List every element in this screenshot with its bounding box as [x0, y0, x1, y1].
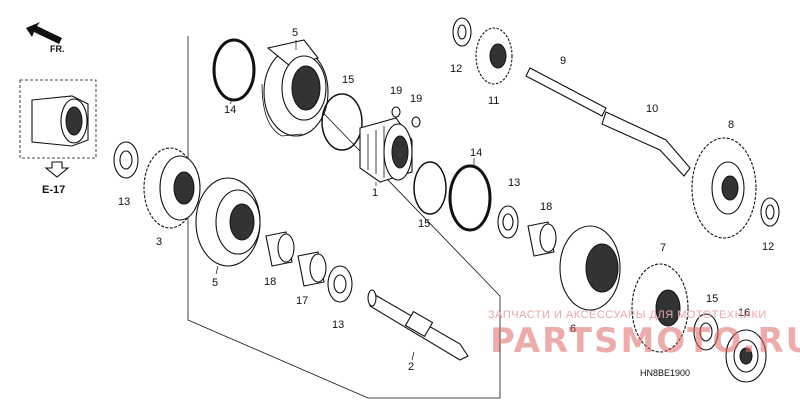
group-outline: [187, 36, 501, 399]
callout-8: 8: [728, 119, 734, 131]
part-9-countershaft: [525, 67, 607, 117]
part-12-washer-b: [760, 197, 780, 227]
part-18-needle-bearing: [265, 231, 295, 267]
callout-5a: 5: [212, 277, 218, 289]
part-18-needle-bearing-b: [527, 221, 557, 257]
callout-1: 1: [372, 187, 378, 199]
reference-section-label: E-17: [42, 184, 65, 196]
part-13-washer-c: [497, 205, 519, 239]
callout-18a: 18: [264, 276, 276, 288]
part-5-clutch-housing: [195, 177, 261, 267]
callout-11: 15: [706, 293, 718, 305]
diagram-code: HN8BE1900: [640, 368, 690, 378]
callout-15a: 15: [342, 74, 354, 86]
part-17-needle-bearing: [297, 251, 327, 287]
callout-18b: 18: [540, 201, 552, 213]
callout-13b: 13: [332, 319, 344, 331]
part-1-needle-cage: [359, 117, 413, 183]
front-label: FR.: [50, 44, 65, 54]
callout-16: 16: [738, 307, 750, 319]
part-15-ring-b: [413, 161, 447, 215]
callout-13c: 13: [508, 177, 520, 189]
callout-12b: 12: [762, 241, 774, 253]
part-16-ball-bearing: [725, 329, 767, 383]
callout-13a: 13: [118, 196, 130, 208]
callout-7: 11: [488, 95, 499, 107]
part-5-clutch-housing-b: [559, 225, 621, 311]
callout-5b: 6: [570, 323, 576, 335]
callout-19b: 19: [410, 93, 422, 105]
part-13-washer: [113, 141, 139, 179]
callout-12a: 12: [450, 63, 462, 75]
callout-3: 3: [156, 236, 162, 248]
callout-14a: 14: [224, 104, 236, 116]
callout-2: 2: [408, 361, 414, 373]
part-13-washer-b: [327, 265, 353, 303]
part-7-gear: [475, 27, 513, 85]
part-3-gear: [143, 147, 201, 229]
callout-4: 5: [292, 27, 298, 39]
reference-down-arrow-icon: [44, 161, 70, 178]
callout-19a: 19: [390, 85, 402, 97]
part-4-clutch-outer: [261, 39, 329, 137]
watermark-tagline: ЗАПЧАСТИ И АКСЕССУАРЫ ДЛЯ МОТОТЕХНИКИ: [488, 309, 767, 321]
part-19-roller: [391, 106, 421, 128]
callout-17: 17: [296, 295, 308, 307]
part-14-snap-ring-b: [448, 164, 492, 232]
part-11-washer: [693, 313, 719, 351]
reference-bearing-icon: [31, 95, 89, 147]
watermark-logo: PARTSMOTO.RU: [490, 321, 800, 361]
part-6-gear: [631, 263, 689, 353]
callout-14b: 14: [470, 147, 482, 159]
part-2-mainshaft: [367, 289, 469, 361]
part-15-ring: [321, 93, 363, 151]
part-14-snap-ring: [212, 38, 256, 102]
callout-10: 10: [646, 103, 658, 115]
front-direction-arrow-icon: [26, 22, 62, 44]
callout-6: 7: [660, 242, 666, 254]
callout-9: 9: [560, 55, 566, 67]
part-10-shaft: [601, 111, 691, 177]
reference-box: [19, 79, 97, 159]
part-8-gear: [691, 137, 757, 239]
part-12-washer: [452, 17, 472, 47]
callout-15b: 15: [418, 218, 430, 230]
